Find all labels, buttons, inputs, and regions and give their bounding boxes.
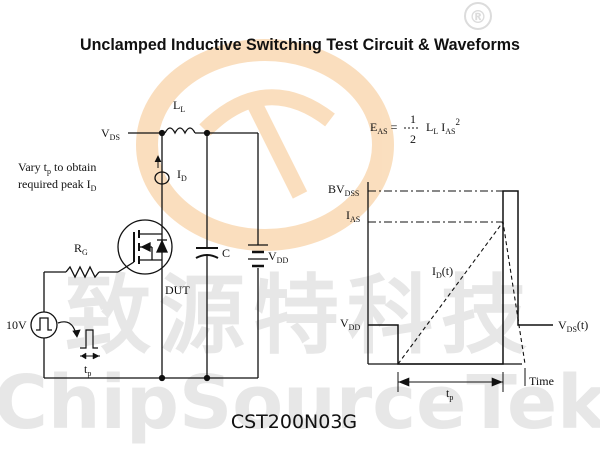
watermark-logo xyxy=(136,39,394,251)
vds-waveform xyxy=(368,190,553,365)
circuit-tp-label: tp xyxy=(84,362,91,378)
inductor-label: LL xyxy=(173,98,185,114)
watermark-english: ChipSourceTek xyxy=(0,360,600,446)
dut-mosfet-symbol xyxy=(117,219,173,280)
source-voltage-label: 10V xyxy=(6,318,27,332)
capacitor-label: C xyxy=(222,246,230,260)
rg-label: RG xyxy=(74,241,88,257)
current-probe-symbol xyxy=(154,171,170,185)
eas-formula-lhs: EAS= xyxy=(370,120,398,136)
part-number: CST200N03G xyxy=(231,411,357,433)
id-waveform xyxy=(397,220,526,365)
vdd-waveform-label: VDD xyxy=(340,316,360,332)
id-label: ID xyxy=(177,167,187,183)
pulse-source-symbol xyxy=(30,311,58,339)
ias-label: IAS xyxy=(346,208,360,224)
gate-pulse-symbol xyxy=(80,329,98,349)
dut-label: DUT xyxy=(165,283,190,297)
vds-label: VDS xyxy=(101,126,120,142)
figure-title: Unclamped Inductive Switching Test Circu… xyxy=(80,35,520,54)
registered-mark-ring xyxy=(464,2,492,30)
inductor-symbol xyxy=(164,127,196,135)
eas-formula-numerator: 1 xyxy=(410,112,416,126)
vdd-battery-symbol xyxy=(248,244,268,268)
vary-tp-line1: Vary tp to obtain xyxy=(18,160,96,176)
waveform-tp-label: tp xyxy=(446,386,453,402)
test-circuit xyxy=(30,127,268,382)
bvdss-label: BVDSS xyxy=(328,182,359,198)
watermark-chinese: 致源特科技 xyxy=(65,266,535,366)
registered-mark: ® xyxy=(469,7,487,28)
circuit-labels: VDS LL ID Vary tp to obtain required pea… xyxy=(6,98,288,378)
capacitor-symbol xyxy=(195,247,219,259)
time-axis-label: Time xyxy=(529,374,554,388)
eas-formula-denominator: 2 xyxy=(410,132,416,146)
gate-resistor-symbol xyxy=(65,265,100,279)
id-t-label: ID(t) xyxy=(432,264,453,280)
vds-t-label: VDS(t) xyxy=(558,318,588,334)
vary-tp-line2: required peak ID xyxy=(18,177,97,193)
vdd-circuit-label: VDD xyxy=(268,249,288,265)
